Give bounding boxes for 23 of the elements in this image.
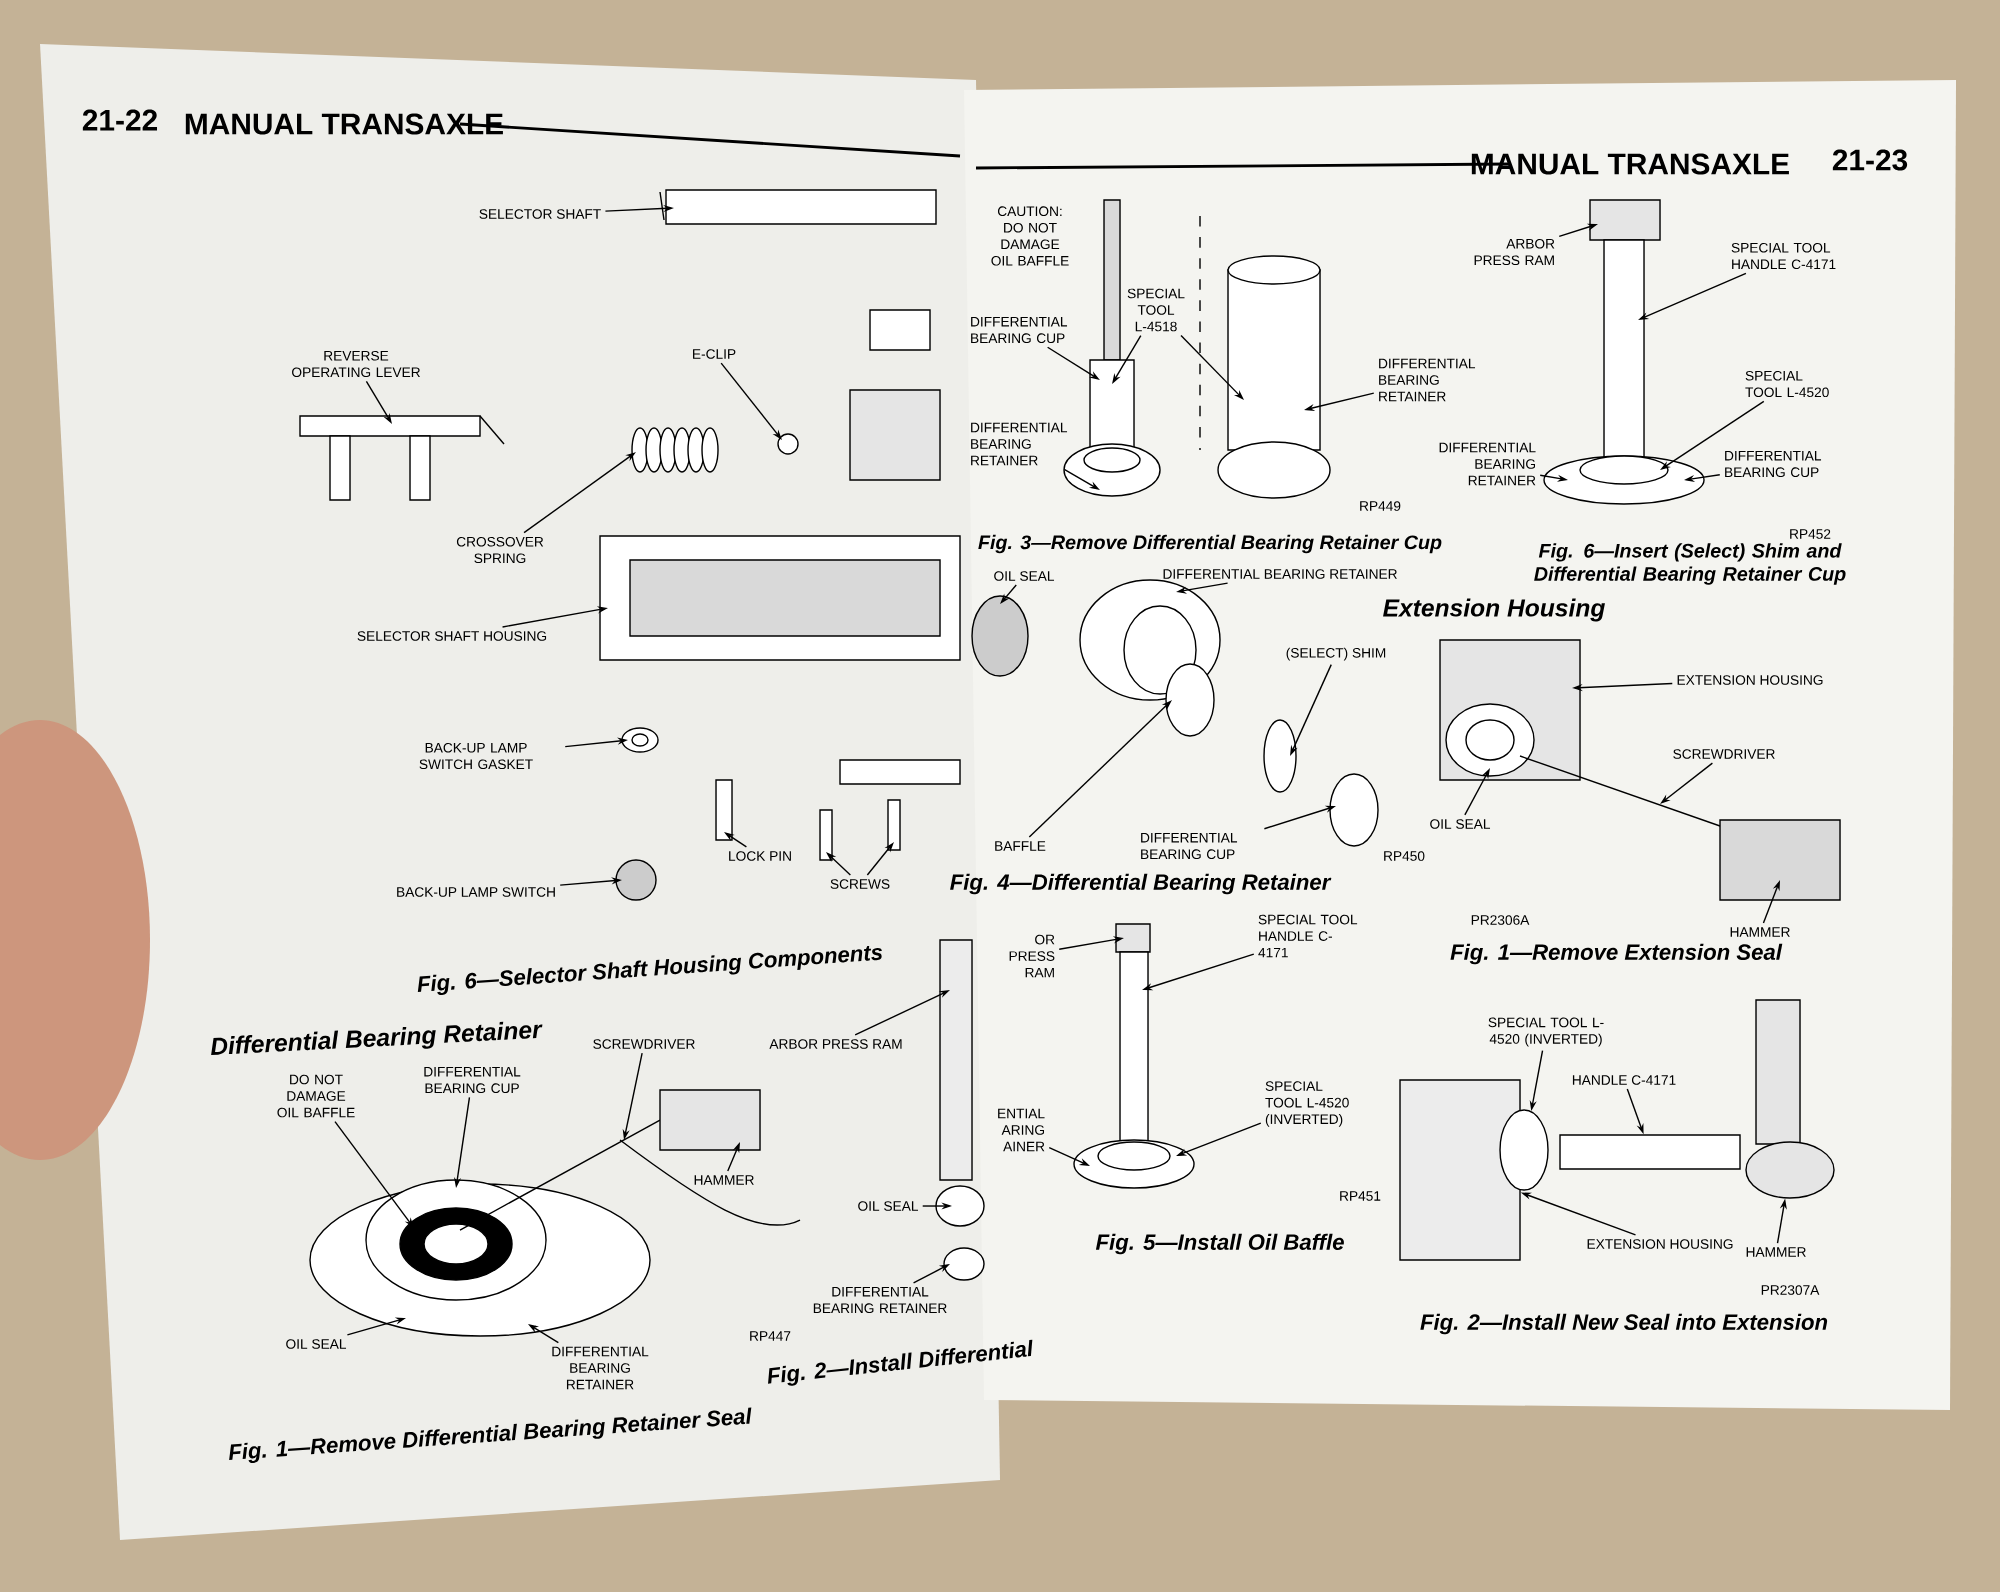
figure-caption: Fig. 5—Install Oil Baffle (1095, 1233, 1344, 1255)
page-header: MANUAL TRANSAXLE (185, 113, 503, 135)
figure-caption: Fig. 6—Selector Shaft Housing Components (417, 946, 882, 995)
section-heading: Differential Bearing Retainer (211, 1021, 543, 1056)
leader-line (1028, 700, 1172, 838)
figure-caption: Fig. 3—Remove Differential Bearing Retainer Cup (978, 534, 1442, 554)
figure-caption: Fig. 1—Remove Differential Bearing Retainer Seal (229, 1407, 752, 1463)
leader-line (1180, 334, 1244, 400)
section-heading: Extension Housing (1383, 598, 1605, 622)
page-header: MANUAL TRANSAXLE (1471, 153, 1789, 175)
figure-caption: Fig. 2—Install New Seal into Extension (1420, 1313, 1828, 1335)
figure-caption: Fig. 1—Remove Extension Seal (1450, 943, 1783, 965)
seal-ring (1499, 1109, 1549, 1191)
figure-caption: Fig. 6—Insert (Select) Shim and Differential Bearing Retainer Cup (1534, 543, 1846, 585)
leader-line (1000, 584, 1017, 604)
extension-housing (1399, 1079, 1521, 1261)
tool-handle (1559, 1134, 1741, 1170)
leader-line (826, 852, 852, 876)
page-header: 21-22 (82, 109, 157, 131)
hammer (1745, 999, 1835, 1199)
figure-caption: Fig. 4—Differential Bearing Retainer (950, 873, 1332, 895)
page-header: 21-23 (1832, 149, 1908, 171)
figure-caption: Fig. 2—Install Differential (768, 1339, 1033, 1386)
